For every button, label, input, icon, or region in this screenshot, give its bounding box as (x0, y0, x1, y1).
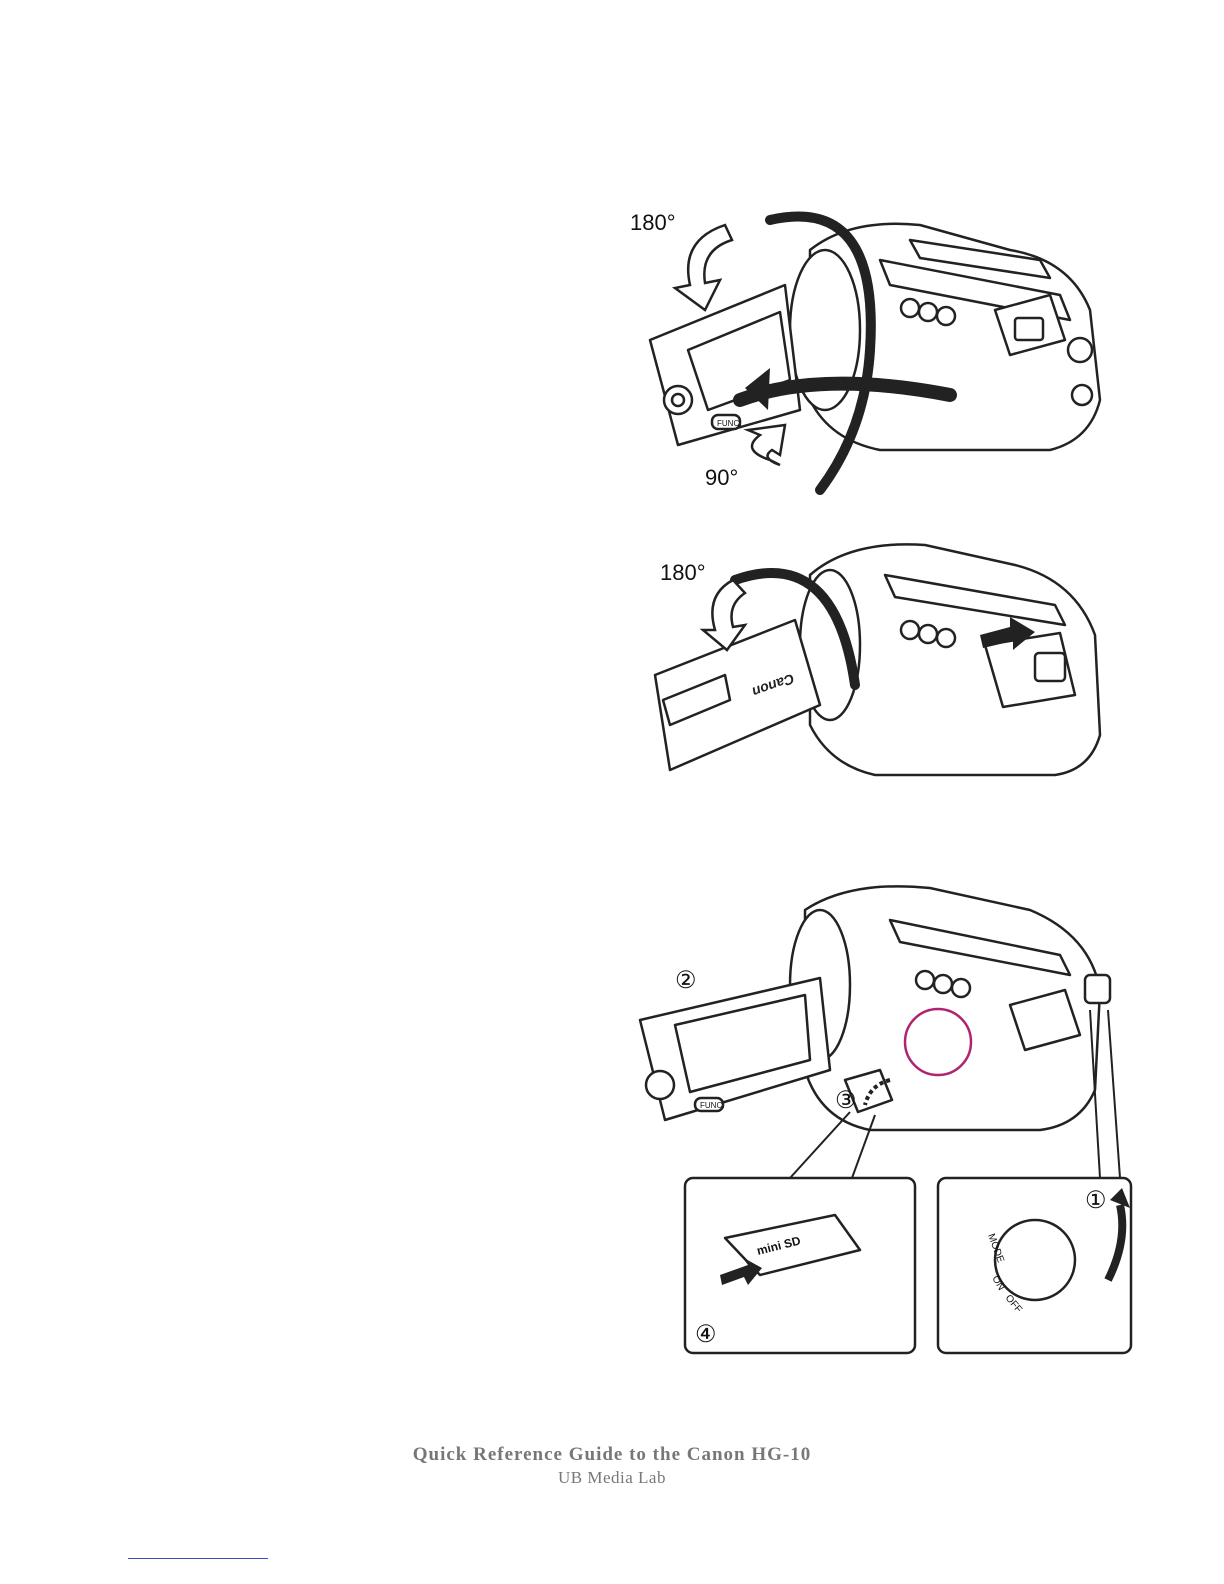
footer-subtitle: UB Media Lab (0, 1468, 1224, 1488)
card-insertion-illustration: ② ③ ④ ① mini SD MODE ON OFF FUNC. (630, 880, 1135, 1360)
arrow-90-bottom (748, 425, 785, 465)
arrow-180 (703, 580, 745, 650)
footer-title: Quick Reference Guide to the Canon HG-10 (0, 1444, 1224, 1466)
step-3-label: ③ (835, 1087, 857, 1114)
step-4-label: ④ (695, 1321, 717, 1348)
mode-dial (1085, 975, 1110, 1003)
power-dial (995, 1220, 1075, 1300)
step-2-label: ② (675, 967, 697, 994)
footnote-divider (128, 1558, 268, 1559)
func-button-label: FUNC. (700, 1101, 724, 1110)
lcd-rotation-illustration: 180° 90° FUNC. (620, 200, 1110, 500)
func-button-label: FUNC. (717, 419, 741, 428)
step-1-label: ① (1085, 1187, 1107, 1214)
lcd-flipped-illustration: 180° Canon (635, 535, 1115, 780)
angle-label-180: 180° (630, 210, 676, 235)
angle-label-180: 180° (660, 560, 706, 585)
arrow-180-top (675, 225, 732, 310)
angle-label-90: 90° (705, 465, 738, 490)
